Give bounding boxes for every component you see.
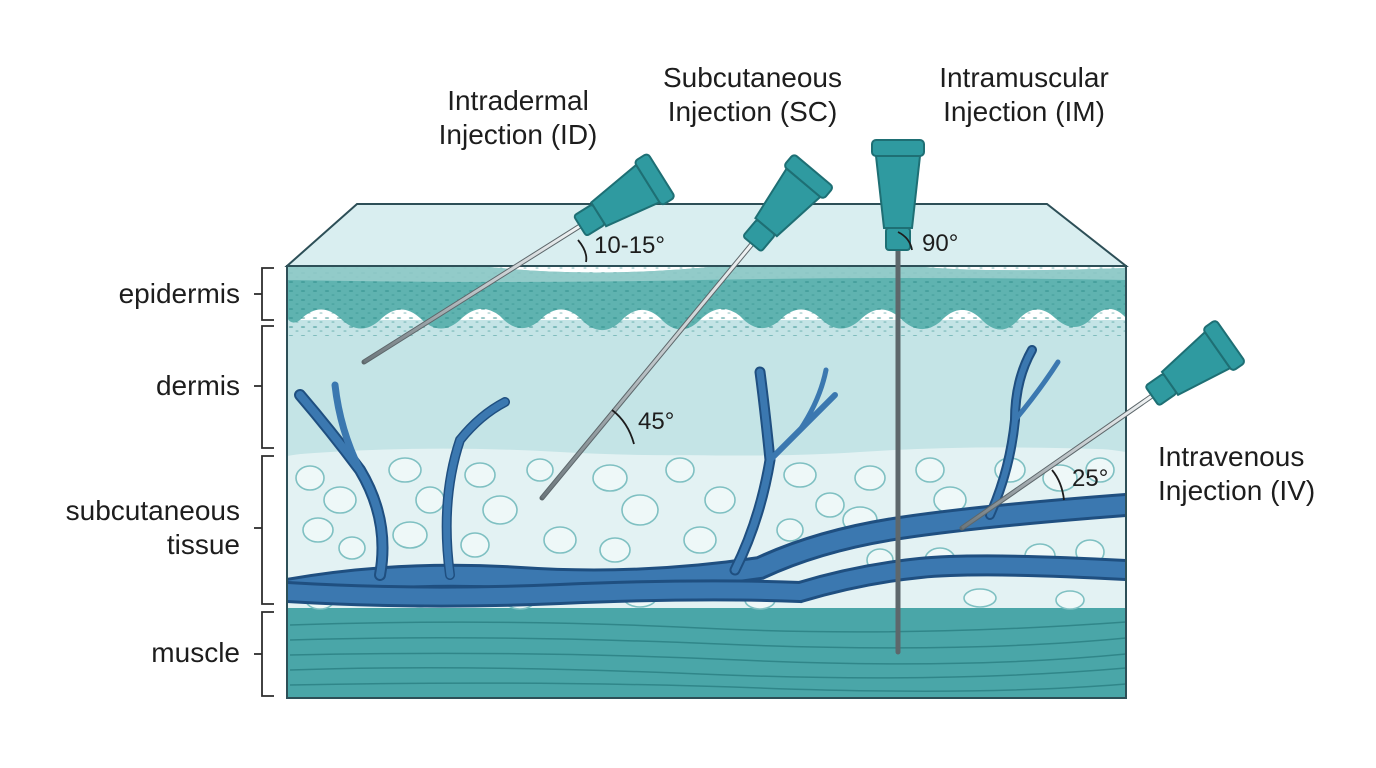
label-sc-line2: Injection (SC): [667, 96, 838, 127]
label-subcutaneous-line2: tissue: [166, 529, 240, 560]
label-epidermis: epidermis: [118, 278, 240, 309]
dermis-layer: [287, 320, 1126, 456]
sc-syringe: [539, 154, 833, 501]
label-muscle: muscle: [151, 637, 240, 668]
angle-iv: 25°: [1072, 465, 1109, 492]
angle-im: 90°: [922, 230, 959, 257]
iv-syringe: [959, 320, 1245, 531]
label-id-injection: Intradermal Injection (ID): [418, 84, 618, 152]
label-iv-line1: Intravenous: [1158, 441, 1305, 472]
label-iv-line2: Injection (IV): [1158, 475, 1316, 506]
skin-surface-top: [284, 203, 1129, 267]
label-sc-injection: Subcutaneous Injection (SC): [640, 61, 865, 129]
blood-vessels: [287, 345, 1126, 608]
layer-brackets: [254, 267, 274, 697]
angle-sc: 45°: [638, 408, 675, 435]
label-id-line2: Injection (ID): [438, 119, 598, 150]
im-syringe: [871, 139, 925, 655]
label-id-line1: Intradermal: [447, 85, 589, 116]
label-iv-injection: Intravenous Injection (IV): [1158, 440, 1315, 508]
label-dermis: dermis: [155, 370, 240, 401]
label-im-line2: Injection (IM): [943, 96, 1105, 127]
label-im-injection: Intramuscular Injection (IM): [914, 61, 1134, 129]
label-subcutaneous-tissue: subcutaneous tissue: [66, 494, 240, 562]
label-subcutaneous-line1: subcutaneous: [65, 495, 240, 526]
angle-id: 10-15°: [594, 232, 665, 259]
label-im-line1: Intramuscular: [939, 62, 1109, 93]
label-sc-line1: Subcutaneous: [662, 62, 843, 93]
id-syringe: [361, 153, 675, 365]
